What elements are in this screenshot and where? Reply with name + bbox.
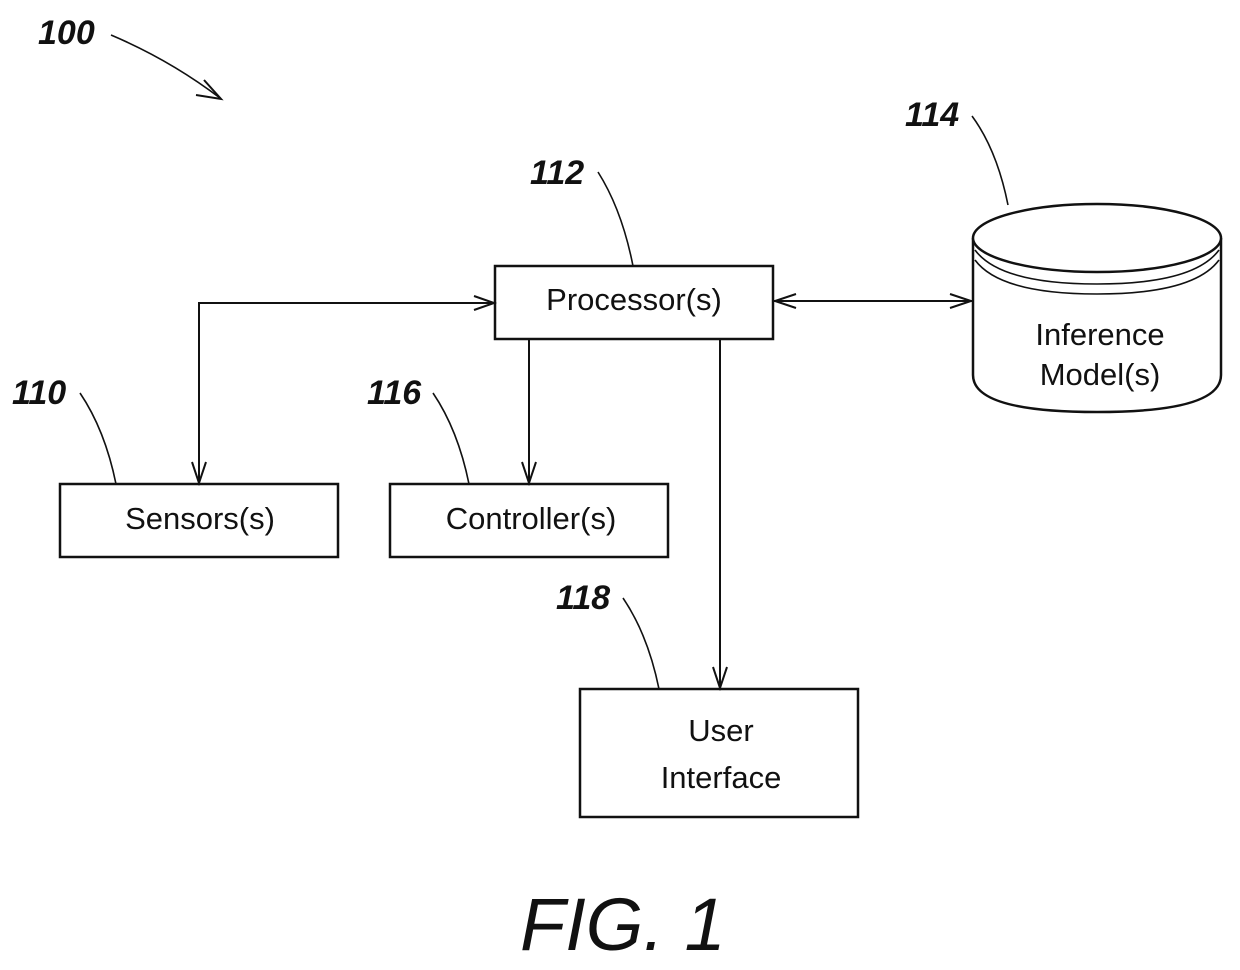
processor-label: Processor(s) bbox=[546, 282, 722, 317]
inference-models-label-line2: Model(s) bbox=[1040, 357, 1161, 392]
user-interface-node: User Interface bbox=[580, 689, 858, 817]
controllers-leader-line bbox=[433, 393, 469, 484]
controllers-node: Controller(s) bbox=[390, 484, 668, 557]
controllers-ref-label: 116 bbox=[367, 374, 422, 412]
figure-caption: FIG. 1 bbox=[520, 883, 726, 966]
sensors-label: Sensors(s) bbox=[125, 501, 275, 536]
system-ref-label: 100 bbox=[38, 14, 95, 52]
user-interface-leader-line bbox=[623, 598, 659, 689]
controllers-label: Controller(s) bbox=[446, 501, 617, 536]
inference-models-cylinder-top bbox=[973, 204, 1221, 272]
processor-ref-label: 112 bbox=[530, 154, 584, 192]
edge-processor-sensors bbox=[199, 303, 495, 484]
inference-models-node: Inference Model(s) bbox=[973, 204, 1221, 412]
user-interface-label-line1: User bbox=[688, 713, 753, 748]
sensors-ref-label: 110 bbox=[12, 374, 66, 412]
user-interface-ref-label: 118 bbox=[556, 579, 610, 617]
user-interface-box bbox=[580, 689, 858, 817]
processor-leader-line bbox=[598, 172, 633, 266]
inference-models-leader-line bbox=[972, 116, 1008, 205]
sensors-leader-line bbox=[80, 393, 116, 484]
processor-node: Processor(s) bbox=[495, 266, 773, 339]
user-interface-label-line2: Interface bbox=[661, 760, 782, 795]
system-ref-arrow bbox=[111, 35, 220, 98]
inference-models-label-line1: Inference bbox=[1035, 317, 1164, 352]
sensors-node: Sensors(s) bbox=[60, 484, 338, 557]
inference-models-ref-label: 114 bbox=[905, 96, 959, 134]
